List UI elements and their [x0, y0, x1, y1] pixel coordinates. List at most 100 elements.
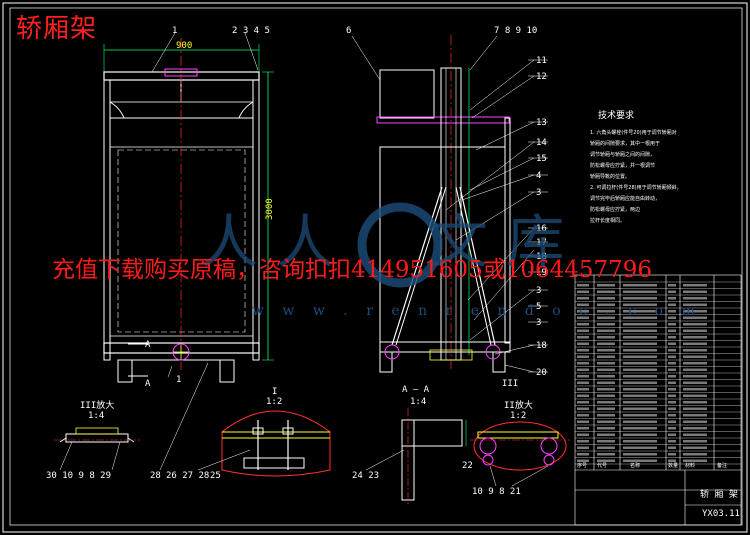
table-cell-mark — [623, 310, 657, 313]
table-cell-mark — [577, 362, 589, 365]
table-cell-mark — [597, 349, 615, 352]
table-cell-mark — [683, 401, 707, 404]
callout-right-4: 15 — [536, 154, 547, 164]
callout-right-1: 12 — [536, 72, 547, 82]
table-cell-mark — [683, 394, 707, 397]
table-cell-mark — [683, 342, 707, 345]
table-cell-mark — [597, 407, 615, 410]
table-cell-mark — [683, 310, 707, 313]
table-cell-mark — [683, 388, 707, 391]
table-cell-mark — [668, 440, 676, 443]
callout-right-2: 13 — [536, 118, 547, 128]
table-cell-mark — [577, 427, 589, 430]
table-cell-mark — [577, 453, 589, 456]
table-cell-mark — [597, 420, 615, 423]
table-cell-mark — [683, 329, 707, 332]
table-cell-mark — [597, 297, 615, 300]
table-cell-mark — [577, 355, 589, 358]
table-cell-mark — [597, 342, 615, 345]
title-block-header-1: 代号 — [597, 462, 607, 469]
table-cell-mark — [683, 420, 707, 423]
callout-bottom-1: 1 — [176, 375, 181, 385]
table-cell-mark — [623, 401, 657, 404]
table-cell-mark — [577, 297, 589, 300]
callout-6: 6 — [346, 26, 351, 36]
table-cell-mark — [623, 433, 657, 436]
table-cell-mark — [683, 349, 707, 352]
table-cell-mark — [623, 446, 657, 449]
table-cell-mark — [597, 323, 615, 326]
table-cell-mark — [577, 316, 589, 319]
tech-req-line-1: 轿厢的间隙要求，其中一根用于 — [590, 140, 660, 147]
callout-22: 22 — [462, 461, 473, 471]
callout-24-23: 24 23 — [352, 471, 379, 481]
table-cell-mark — [577, 336, 589, 339]
table-cell-mark — [577, 407, 589, 410]
table-cell-mark — [668, 284, 676, 287]
table-cell-mark — [597, 362, 615, 365]
side-leaders — [351, 35, 535, 373]
callout-25: 25 — [210, 471, 221, 481]
table-cell-mark — [683, 336, 707, 339]
view-label-AA: A — A — [402, 385, 430, 395]
table-cell-mark — [577, 310, 589, 313]
table-cell-mark — [683, 427, 707, 430]
callout-right-7: 16 — [536, 224, 547, 234]
table-cell-mark — [577, 459, 589, 462]
table-cell-mark — [668, 329, 676, 332]
table-cell-mark — [668, 407, 676, 410]
tech-req-line-3: 防松螺母应拧紧，并一根调节 — [590, 162, 655, 169]
table-cell-mark — [668, 420, 676, 423]
callout-right-3: 14 — [536, 138, 547, 148]
view-scale-III: 1:4 — [88, 411, 104, 421]
table-cell-mark — [597, 401, 615, 404]
table-cell-mark — [683, 368, 707, 371]
title-block-header-5: 备注 — [717, 462, 727, 469]
table-cell-mark — [623, 459, 657, 462]
table-cell-mark — [668, 427, 676, 430]
table-cell-mark — [668, 375, 676, 378]
table-cell-mark — [668, 316, 676, 319]
table-cell-mark — [683, 297, 707, 300]
table-cell-mark — [577, 342, 589, 345]
callout-A-bottom: A — [145, 379, 151, 389]
table-cell-mark — [623, 440, 657, 443]
view-label-I: I — [272, 387, 277, 397]
table-cell-mark — [597, 375, 615, 378]
parts-table-fill — [577, 284, 707, 462]
table-cell-mark — [683, 316, 707, 319]
table-cell-mark — [623, 290, 657, 293]
table-cell-mark — [623, 329, 657, 332]
callout-right-10: 19 — [536, 268, 547, 278]
table-cell-mark — [623, 336, 657, 339]
tech-req-line-2: 调节轿厢与轿厢之间的间隙， — [590, 151, 655, 158]
table-cell-mark — [623, 323, 657, 326]
view-scale-AA: 1:4 — [410, 397, 426, 407]
table-cell-mark — [623, 427, 657, 430]
table-cell-mark — [623, 420, 657, 423]
table-cell-mark — [577, 329, 589, 332]
table-cell-mark — [597, 310, 615, 313]
table-cell-mark — [668, 388, 676, 391]
table-cell-mark — [577, 323, 589, 326]
table-cell-mark — [623, 349, 657, 352]
table-cell-mark — [668, 336, 676, 339]
table-cell-mark — [597, 303, 615, 306]
table-cell-mark — [623, 394, 657, 397]
table-cell-mark — [597, 427, 615, 430]
callout-right-13: 3 — [536, 318, 541, 328]
table-cell-mark — [668, 414, 676, 417]
tech-req-line-0: 1. 六角头螺栓(件号20)用于调节轿厢对 — [590, 129, 677, 136]
tech-req-line-8: 拉杆长度相同。 — [590, 217, 625, 224]
table-cell-mark — [597, 440, 615, 443]
table-cell-mark — [597, 290, 615, 293]
callout-detail1-parts: 26 27 28 — [166, 471, 209, 481]
view-label-III: III放大 — [80, 399, 114, 411]
table-cell-mark — [683, 459, 707, 462]
callout-right-11: 3 — [536, 286, 541, 296]
tech-req-lines: 1. 六角头螺栓(件号20)用于调节轿厢对 轿厢的间隙要求，其中一根用于 调节轿… — [590, 129, 682, 224]
table-cell-mark — [597, 414, 615, 417]
svg-text:3000: 3000 — [265, 198, 275, 220]
table-cell-mark — [597, 453, 615, 456]
